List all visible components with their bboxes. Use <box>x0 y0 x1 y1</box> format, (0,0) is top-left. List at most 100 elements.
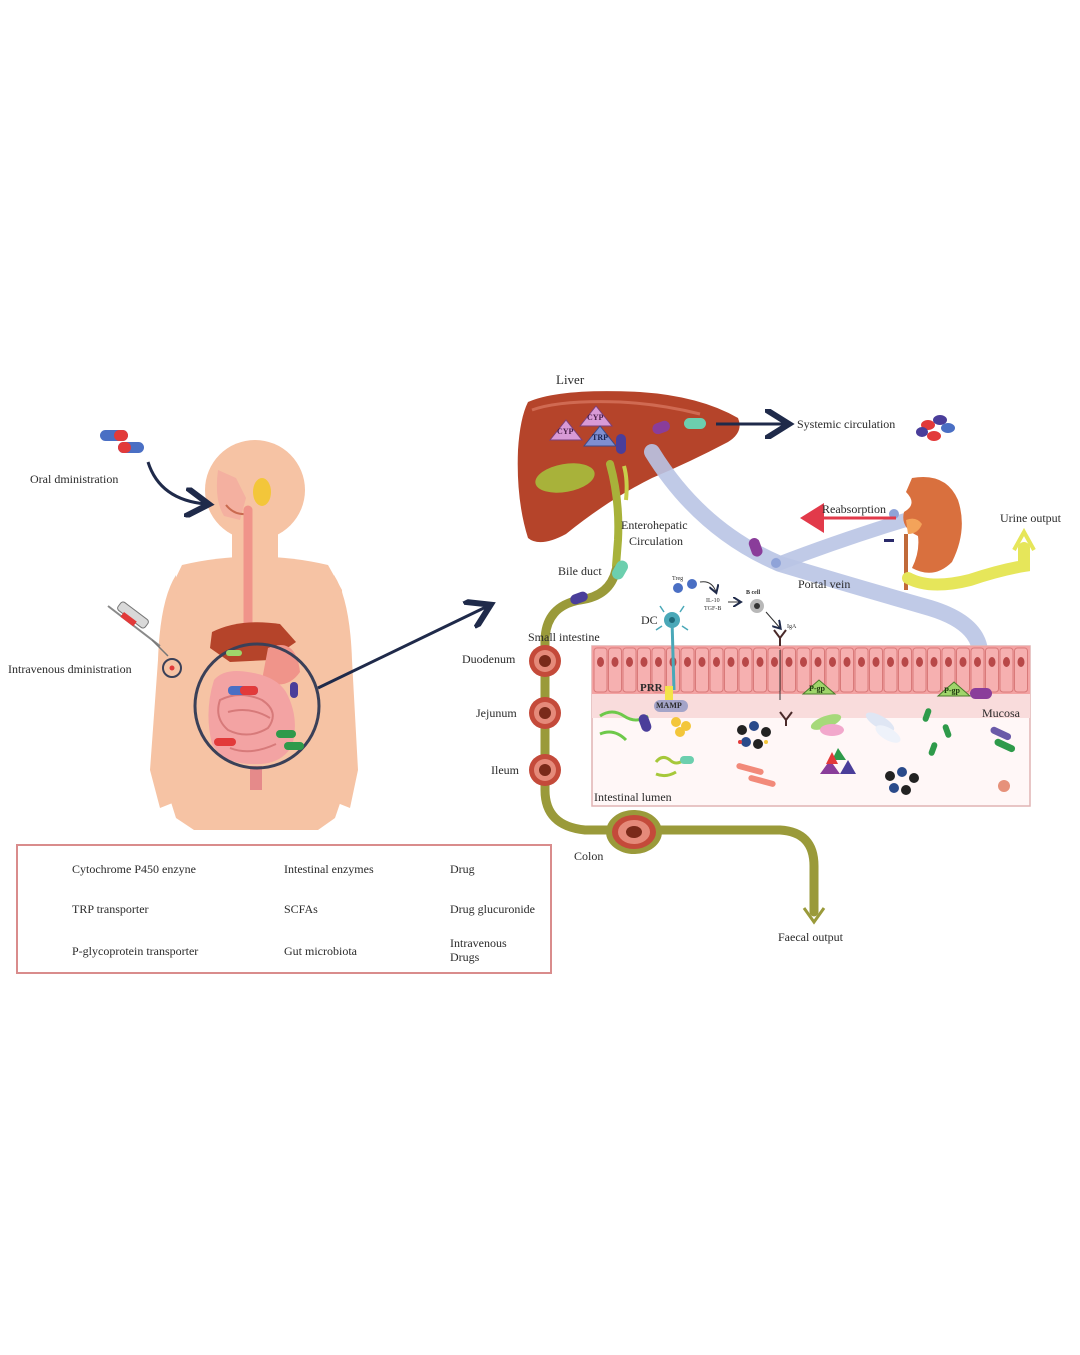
epithelial-cell <box>912 647 927 693</box>
il10-label: IL-10 <box>706 598 720 604</box>
cell-nucleus <box>988 657 996 667</box>
small-intestine-label: Small intestine <box>528 630 600 644</box>
oral-capsules <box>100 430 144 453</box>
mucosa-pgp-tag-1: P-gp <box>809 684 825 693</box>
legend-box: Cytochrome P450 enzyne TRP transporter P… <box>16 844 552 974</box>
epithelial-cell <box>724 647 738 693</box>
epithelial-cell <box>898 647 912 693</box>
epithelial-cell <box>796 647 811 693</box>
cell-nucleus <box>1003 657 1010 667</box>
duodenum-label: Duodenum <box>462 652 516 666</box>
liver-iv-drug <box>684 418 706 429</box>
gi-tube <box>540 565 819 917</box>
pgp-drug <box>970 688 992 699</box>
cell-nucleus <box>814 657 822 667</box>
vein-drug <box>748 538 763 557</box>
faecal-arrow-head <box>802 907 826 925</box>
reabsorption-label: Reabsorption <box>822 502 886 516</box>
cell-nucleus <box>974 657 981 667</box>
syringe-icon <box>107 601 169 657</box>
epithelial-cell <box>825 647 840 693</box>
liver-trp-tag: TRP <box>592 433 608 442</box>
iga-antibody-2 <box>779 711 793 726</box>
bile-iv-drug <box>612 560 628 580</box>
legend-microbiota-text: Gut microbiota <box>284 944 357 958</box>
epithelial-cell <box>970 647 985 693</box>
intestinal-lumen-label: Intestinal lumen <box>594 790 672 804</box>
cell-nucleus <box>901 657 909 667</box>
epithelial-cell <box>695 647 709 693</box>
legend-item-enzymes: Intestinal enzymes <box>280 856 374 882</box>
injection-site <box>162 658 182 678</box>
liver-cyp-tag-2: CYP <box>557 427 574 436</box>
epithelial-cell <box>608 647 622 693</box>
legend-cyp-text: Cytochrome P450 enzyne <box>72 862 196 876</box>
bile-glucuronide <box>570 591 588 605</box>
legend-drug-text: Drug <box>450 862 475 876</box>
liver-cyp-2 <box>548 419 584 441</box>
cell-nucleus <box>785 657 793 667</box>
mucosa-label: Mucosa <box>982 706 1020 720</box>
legend-item-pgp: P-glycoprotein transporter <box>68 938 198 964</box>
epithelial-cell <box>767 647 782 693</box>
pgp-mucosa-1 <box>801 679 837 695</box>
epithelial-cell <box>593 647 608 693</box>
epithelial-cells <box>593 647 1028 693</box>
cell-nucleus <box>626 657 633 667</box>
liver-drug <box>652 420 670 435</box>
intravenous-administration-label: Intravenous dministration <box>8 662 132 676</box>
epithelial-cell <box>709 647 724 693</box>
legend-item-glucuronide: Drug glucuronide <box>446 896 535 922</box>
legend-item-cyp: Cytochrome P450 enzyne <box>68 856 196 882</box>
dendritic-cell <box>655 605 689 691</box>
cell-nucleus <box>684 657 691 667</box>
epithelial-cell <box>999 647 1014 693</box>
liver-label: Liver <box>556 372 585 387</box>
colon-ring <box>606 810 662 854</box>
cell-nucleus <box>640 657 648 667</box>
prr-label: PRR <box>640 682 663 694</box>
portal-vein <box>644 444 988 658</box>
cell-nucleus <box>698 657 706 667</box>
iga-label: IgA <box>787 624 797 630</box>
portal-vein-label: Portal vein <box>798 577 851 591</box>
jejunum-label: Jejunum <box>476 706 517 720</box>
cell-nucleus <box>655 657 662 667</box>
treg-cells <box>673 579 697 593</box>
faecal-output-label: Faecal output <box>778 930 843 944</box>
legend-item-microbiota: Gut microbiota <box>280 938 357 964</box>
b-cell <box>750 599 764 613</box>
cell-nucleus <box>742 657 749 667</box>
cell-nucleus <box>727 657 735 667</box>
b-cell-label: B cell <box>746 590 761 596</box>
cell-nucleus <box>611 657 619 667</box>
liver-cyp-1 <box>578 405 614 427</box>
epithelial-cell <box>622 647 637 693</box>
epithelial-cell <box>1014 647 1028 693</box>
epithelial-cell <box>651 647 666 693</box>
lumen-contents <box>599 708 1016 795</box>
cell-nucleus <box>843 657 851 667</box>
oral-administration-label: Oral dministration <box>30 472 119 486</box>
cell-nucleus <box>1017 657 1025 667</box>
epithelial-cell <box>753 647 767 693</box>
epithelial-cell <box>883 647 898 693</box>
legend-trp-text: TRP transporter <box>72 902 149 916</box>
pgp-mucosa-2 <box>936 681 972 697</box>
legend-item-scfas: SCFAs <box>280 896 318 922</box>
epithelial-cell <box>680 647 695 693</box>
reabsorption-vein <box>771 511 919 571</box>
legend-item-trp: TRP transporter <box>68 896 149 922</box>
epithelial-cell <box>840 647 854 693</box>
cell-nucleus <box>930 657 938 667</box>
cell-nucleus <box>597 657 604 667</box>
oral-arrow <box>146 461 206 504</box>
cell-nucleus <box>829 657 836 667</box>
cell-nucleus <box>771 657 778 667</box>
systemic-drugs <box>916 415 955 441</box>
cell-nucleus <box>916 657 923 667</box>
ileum-ring <box>529 754 561 786</box>
dc-label: DC <box>641 613 658 627</box>
epithelial-cell <box>738 647 753 693</box>
